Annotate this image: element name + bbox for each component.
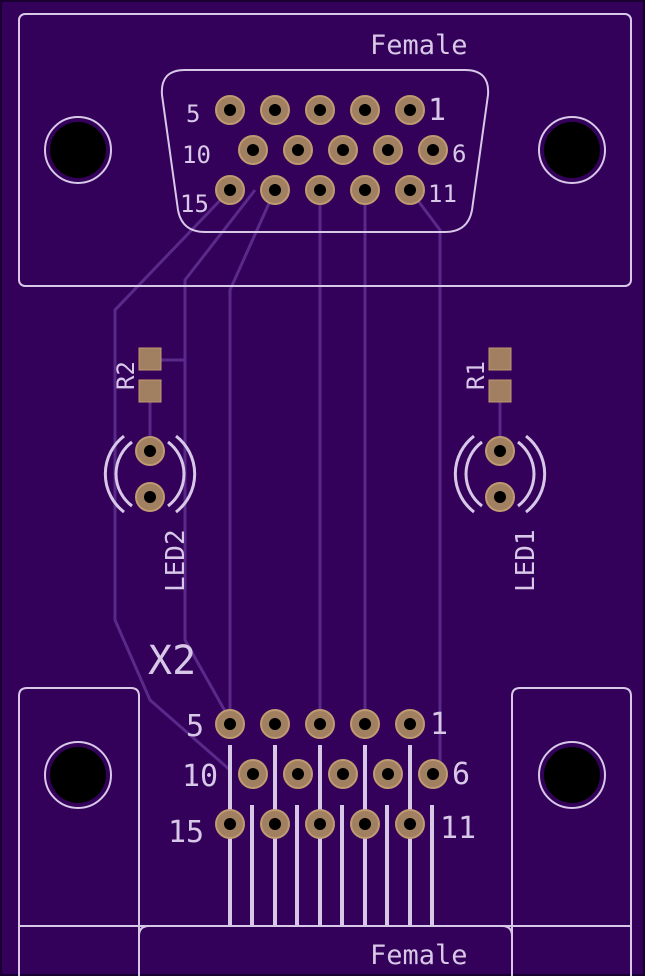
- led2-label: LED2: [161, 529, 191, 592]
- resistor-r2-label: R2: [112, 361, 140, 390]
- bottom-connector-designator: X2: [148, 638, 196, 684]
- bottom-connector-right-ear: [511, 687, 632, 976]
- pin-label-10: 10: [182, 141, 211, 169]
- bottom-connector-shell: [138, 925, 513, 976]
- led2-outline-right: [167, 440, 186, 508]
- smd-pad-icon[interactable]: [488, 379, 512, 403]
- resistor-r1-label: R1: [462, 361, 490, 390]
- mounting-hole-icon: [50, 747, 106, 803]
- mounting-hole-icon[interactable]: [538, 741, 606, 809]
- pin-label-15: 15: [168, 815, 204, 850]
- top-connector-outline: [18, 13, 632, 287]
- pin-label-10: 10: [182, 759, 218, 794]
- pin-label-15: 15: [180, 190, 209, 218]
- led1-label: LED1: [511, 529, 541, 592]
- resistor-r2: R2: [112, 347, 162, 403]
- pin-label-11: 11: [428, 180, 457, 208]
- bottom-connector-left-ear: [18, 687, 140, 976]
- bottom-connector: X2 Female 5 1 10 6 15 11: [18, 638, 632, 976]
- led2-outline-left: [114, 440, 133, 508]
- top-connector-dsub-shell: [160, 69, 490, 233]
- pin-label-6: 6: [452, 140, 466, 168]
- mounting-hole-icon[interactable]: [44, 116, 112, 184]
- bottom-connector-pads: [215, 709, 448, 839]
- smd-pad-icon[interactable]: [138, 347, 162, 371]
- mounting-hole-icon: [544, 747, 600, 803]
- pin-label-6: 6: [452, 757, 470, 792]
- pin-label-5: 5: [186, 100, 200, 128]
- led-led1: LED1: [453, 434, 547, 592]
- mounting-hole-icon: [50, 122, 106, 178]
- resistor-r1: R1: [462, 347, 512, 403]
- led-led2: LED2: [103, 434, 197, 592]
- pin-label-5: 5: [186, 709, 204, 744]
- smd-pad-icon[interactable]: [488, 347, 512, 371]
- top-connector-label: Female: [370, 30, 468, 61]
- pin-label-11: 11: [440, 811, 476, 846]
- mounting-hole-icon: [544, 122, 600, 178]
- top-connector-pads: [215, 95, 448, 205]
- mounting-hole-icon[interactable]: [538, 116, 606, 184]
- pin-label-1: 1: [430, 707, 448, 742]
- mounting-hole-icon[interactable]: [44, 741, 112, 809]
- top-connector: Female 5 1 10 6 15 11: [18, 13, 632, 287]
- pin-label-1: 1: [428, 93, 446, 128]
- bottom-connector-label: Female: [370, 940, 468, 971]
- smd-pad-icon[interactable]: [138, 379, 162, 403]
